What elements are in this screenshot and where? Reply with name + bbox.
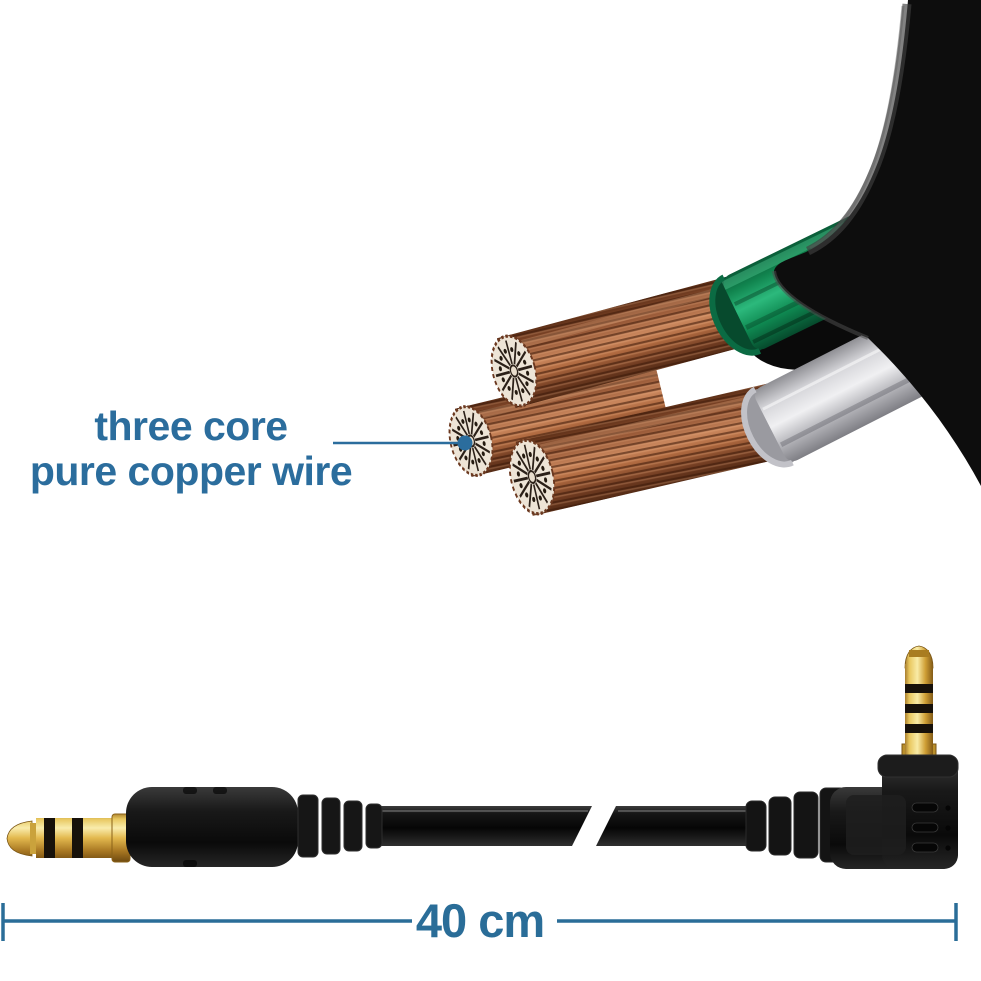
wire-material-callout: three core pure copper wire	[26, 404, 356, 494]
dimension-line	[1, 903, 958, 941]
callout-line-2: pure copper wire	[29, 448, 353, 494]
right-angle-jack-connector	[745, 645, 959, 869]
jack-insulator-ring	[905, 724, 933, 733]
cable-right-segment	[596, 806, 762, 846]
cable-length-label: 40 cm	[416, 894, 544, 947]
callout-dot	[457, 435, 473, 451]
copper-core-top	[482, 277, 743, 413]
copper-core-bottom	[501, 383, 787, 520]
straight-jack-strain-relief	[297, 794, 383, 858]
callout-leader-line	[333, 435, 473, 451]
straight-jack-connector	[6, 787, 383, 867]
jack-insulator-ring	[905, 684, 933, 693]
jack-insulator-ring	[905, 704, 933, 713]
jack-insulator-ring	[72, 818, 83, 858]
jack-insulator-ring	[44, 818, 55, 858]
cable-left-segment	[368, 806, 592, 846]
cable-jacket	[772, 0, 981, 486]
barrel-grip-ridges	[911, 802, 939, 853]
stripped-cable-photo	[333, 0, 981, 520]
barrel-grip-dots	[945, 805, 951, 851]
straight-jack-tip	[6, 820, 33, 857]
straight-jack-body	[126, 787, 298, 867]
cable-length-photo: 40 cm	[1, 645, 959, 947]
callout-line-1: three core	[94, 403, 288, 449]
